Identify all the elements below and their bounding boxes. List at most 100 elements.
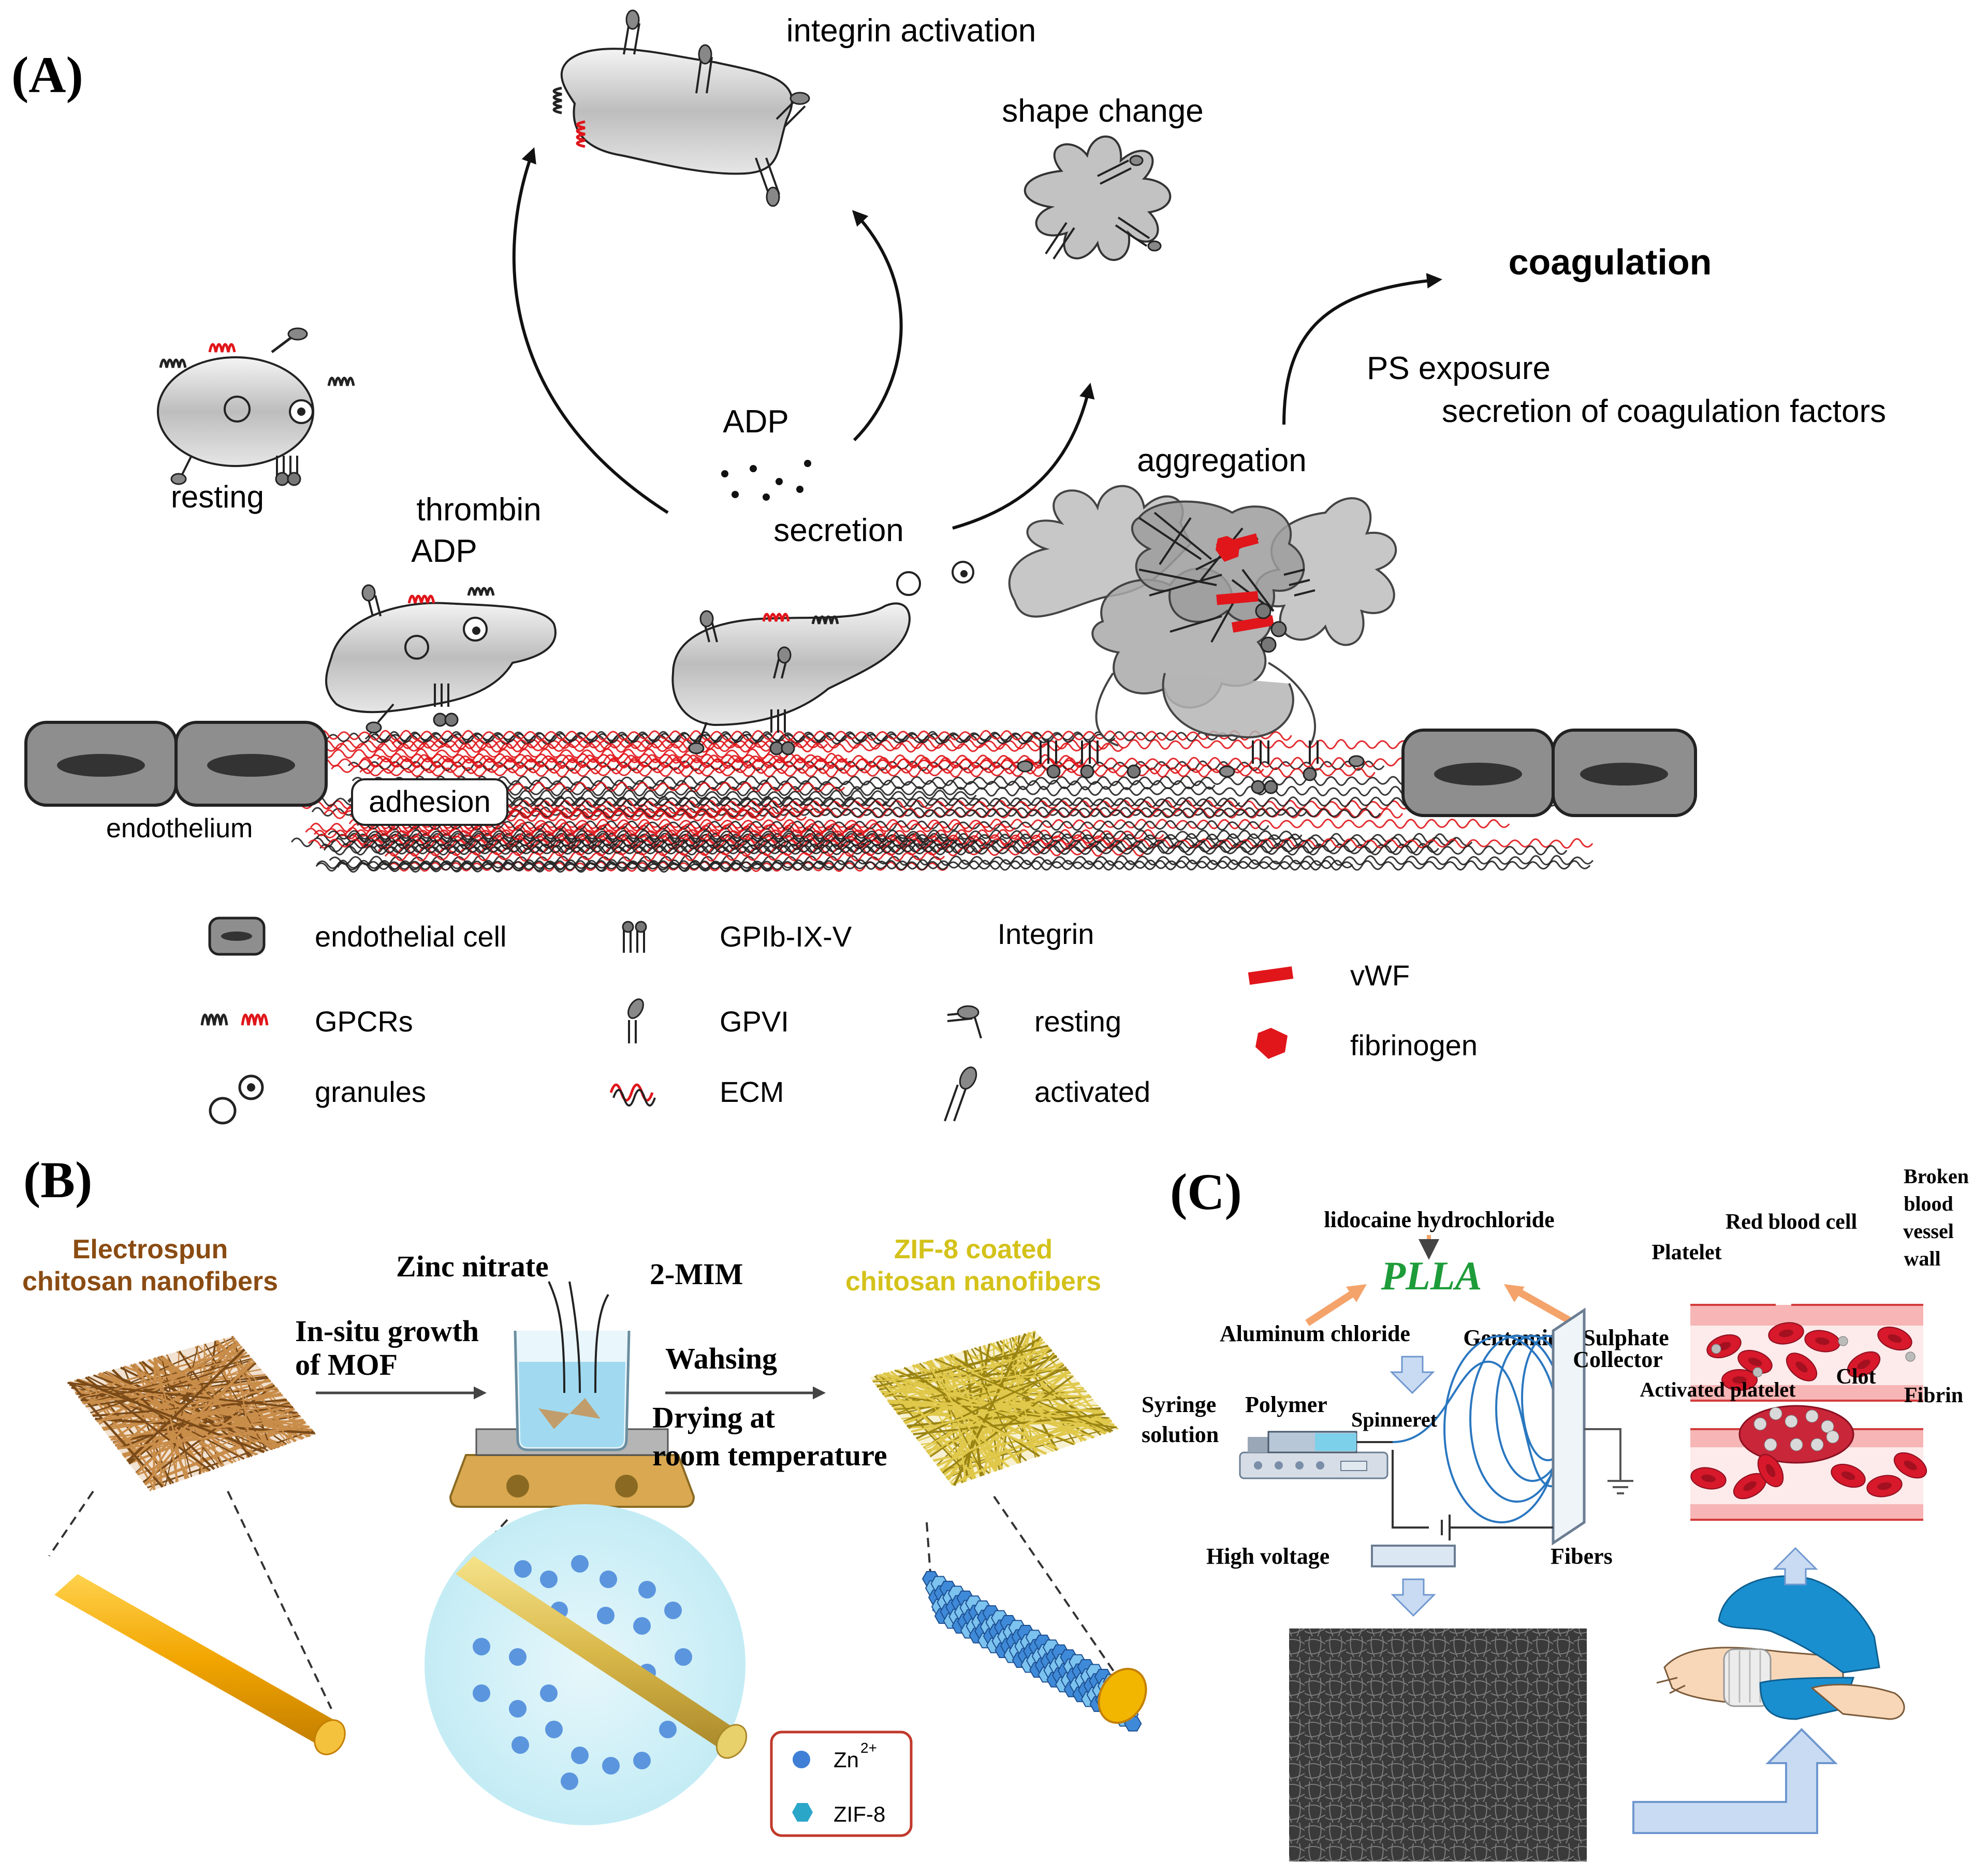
broken-label-3: vessel <box>1903 1219 1954 1243</box>
resting-platelet <box>157 327 355 486</box>
legend-ecm: ECM <box>720 1075 784 1108</box>
plla-label: PLLA <box>1381 1253 1482 1298</box>
legend-zn: Zn <box>834 1748 859 1772</box>
legend-vwf: vWF <box>1350 959 1410 992</box>
solution-label: solution <box>1142 1422 1219 1447</box>
legend-zn-sup: 2+ <box>860 1740 877 1756</box>
ecm-layer <box>290 730 1604 873</box>
broken-label-2: blood <box>1904 1192 1953 1215</box>
thrombin-label: thrombin <box>416 492 541 528</box>
zoom-lines-right <box>926 1495 1124 1686</box>
secretion-factors-label: secretion of coagulation factors <box>1442 394 1886 429</box>
chitosan-rod <box>54 1574 346 1755</box>
shape-change-label: shape change <box>1002 93 1204 129</box>
panel-c: (C) lidocaine hydrochloride PLLA Aluminu… <box>1142 1163 1969 1862</box>
collector-label: Collector <box>1573 1347 1662 1372</box>
fibrin-label: Fibrin <box>1904 1384 1963 1407</box>
broken-vessel <box>1690 1304 1923 1402</box>
adhering-platelet-left <box>325 584 557 734</box>
beaker-stirrer <box>449 1281 695 1508</box>
washing-label: Wahsing <box>665 1342 777 1375</box>
integrin-activation-label: integrin activation <box>786 13 1036 49</box>
panel-a: (A) endothelium adhesion <box>11 9 1886 1125</box>
arrow-to-shape-change <box>952 383 1095 530</box>
insitu-label-line1: In-situ growth <box>295 1314 479 1348</box>
drying-label-line2: room temperature <box>652 1438 887 1472</box>
integrin-activation-platelet <box>552 9 810 207</box>
endothelial-cells-left <box>24 721 328 807</box>
ps-exposure-label: PS exposure <box>1367 351 1551 386</box>
lidocaine-label: lidocaine hydrochloride <box>1324 1207 1554 1232</box>
panel-b-label: (B) <box>23 1151 92 1209</box>
polymer-label: Polymer <box>1245 1392 1327 1417</box>
zif8-coated-mat <box>870 1330 1119 1486</box>
resting-label: resting <box>171 479 264 514</box>
sem-image <box>1289 1628 1587 1862</box>
endothelial-cells-right <box>1401 729 1697 817</box>
coagulation-label: coagulation <box>1509 242 1712 282</box>
up-arrow <box>1773 1547 1818 1586</box>
panel-c-label: (C) <box>1170 1163 1242 1220</box>
aluminum-label: Aluminum chloride <box>1220 1321 1410 1346</box>
secretion-label: secretion <box>773 513 904 548</box>
down-arrow-2 <box>1391 1578 1436 1617</box>
adhesion-label: adhesion <box>369 785 490 819</box>
arrow-to-integrin <box>512 147 669 514</box>
aggregation-cluster <box>1008 485 1397 794</box>
down-arrow-1 <box>1390 1356 1435 1394</box>
zif8-coated-rod <box>922 1571 1147 1732</box>
granule-empty <box>896 571 921 596</box>
arrow-aluminum <box>1305 1286 1361 1326</box>
clotted-vessel <box>1690 1336 1927 1521</box>
adhering-platelet-middle <box>671 602 911 755</box>
platelet-label: Platelet <box>1651 1241 1721 1264</box>
legend-integrin: Integrin <box>998 918 1094 950</box>
electrospinning-setup <box>1239 1307 1633 1567</box>
endothelium-label: endothelium <box>106 813 253 844</box>
electrospun-mat <box>67 1335 316 1492</box>
broken-label-4: wall <box>1904 1247 1940 1270</box>
spinneret-label: Spinneret <box>1351 1408 1438 1431</box>
clot-label: Clot <box>1836 1365 1876 1389</box>
electrospun-label-line2: chitosan nanofibers <box>22 1267 278 1297</box>
legend-integrin-resting: resting <box>1034 1005 1121 1038</box>
legend-integrin-activated: activated <box>1034 1075 1150 1108</box>
bandaged-hand <box>1656 1575 1905 1720</box>
zif-label-line1: ZIF-8 coated <box>894 1234 1053 1264</box>
arrow-secretion-to-integrin <box>852 210 903 442</box>
red-blood-cell-label: Red blood cell <box>1726 1210 1857 1234</box>
legend-endothelial-cell: endothelial cell <box>315 920 506 953</box>
arrow-gentamicin <box>1512 1286 1576 1327</box>
insitu-label-line2: of MOF <box>295 1348 398 1381</box>
mim-label: 2-MIM <box>650 1257 743 1291</box>
fibers-label: Fibers <box>1551 1544 1613 1569</box>
high-voltage-label: High voltage <box>1206 1544 1329 1569</box>
zn-legend-dot <box>793 1751 810 1768</box>
elbow-arrow <box>1632 1728 1838 1834</box>
zif-label-line2: chitosan nanofibers <box>845 1267 1101 1297</box>
legend-gpvi: GPVI <box>720 1005 789 1038</box>
aggregation-label: aggregation <box>1137 443 1307 478</box>
legend-granules: granules <box>315 1075 426 1108</box>
syringe-label: Syringe <box>1142 1392 1216 1417</box>
adp-dots <box>721 460 811 501</box>
electrospun-label-line1: Electrospun <box>72 1234 228 1264</box>
drying-label-line1: Drying at <box>652 1401 776 1434</box>
legend-zif: ZIF-8 <box>834 1802 885 1826</box>
legend-fibrinogen: fibrinogen <box>1350 1029 1478 1061</box>
adp-left-label: ADP <box>411 533 477 569</box>
activated-platelet-label: Activated platelet <box>1640 1378 1796 1401</box>
broken-label-1: Broken <box>1904 1165 1969 1188</box>
legend-a: endothelial cell GPCRs granules GPIb-IX-… <box>200 917 1478 1125</box>
adhesion-box <box>351 778 508 826</box>
shape-change-platelet <box>1024 135 1172 261</box>
adp-top-label: ADP <box>723 404 788 440</box>
panel-b: (B) Electrospun chitosan nanofibers Zinc… <box>22 1151 1147 1837</box>
panel-a-label: (A) <box>11 46 83 104</box>
legend-gpcrs: GPCRs <box>315 1005 413 1038</box>
zinc-nitrate-label: Zinc nitrate <box>396 1249 549 1283</box>
zif8-legend-hex <box>792 1803 813 1822</box>
zn-ion-circle <box>425 1504 748 1825</box>
legend-gpib: GPIb-IX-V <box>720 920 852 953</box>
